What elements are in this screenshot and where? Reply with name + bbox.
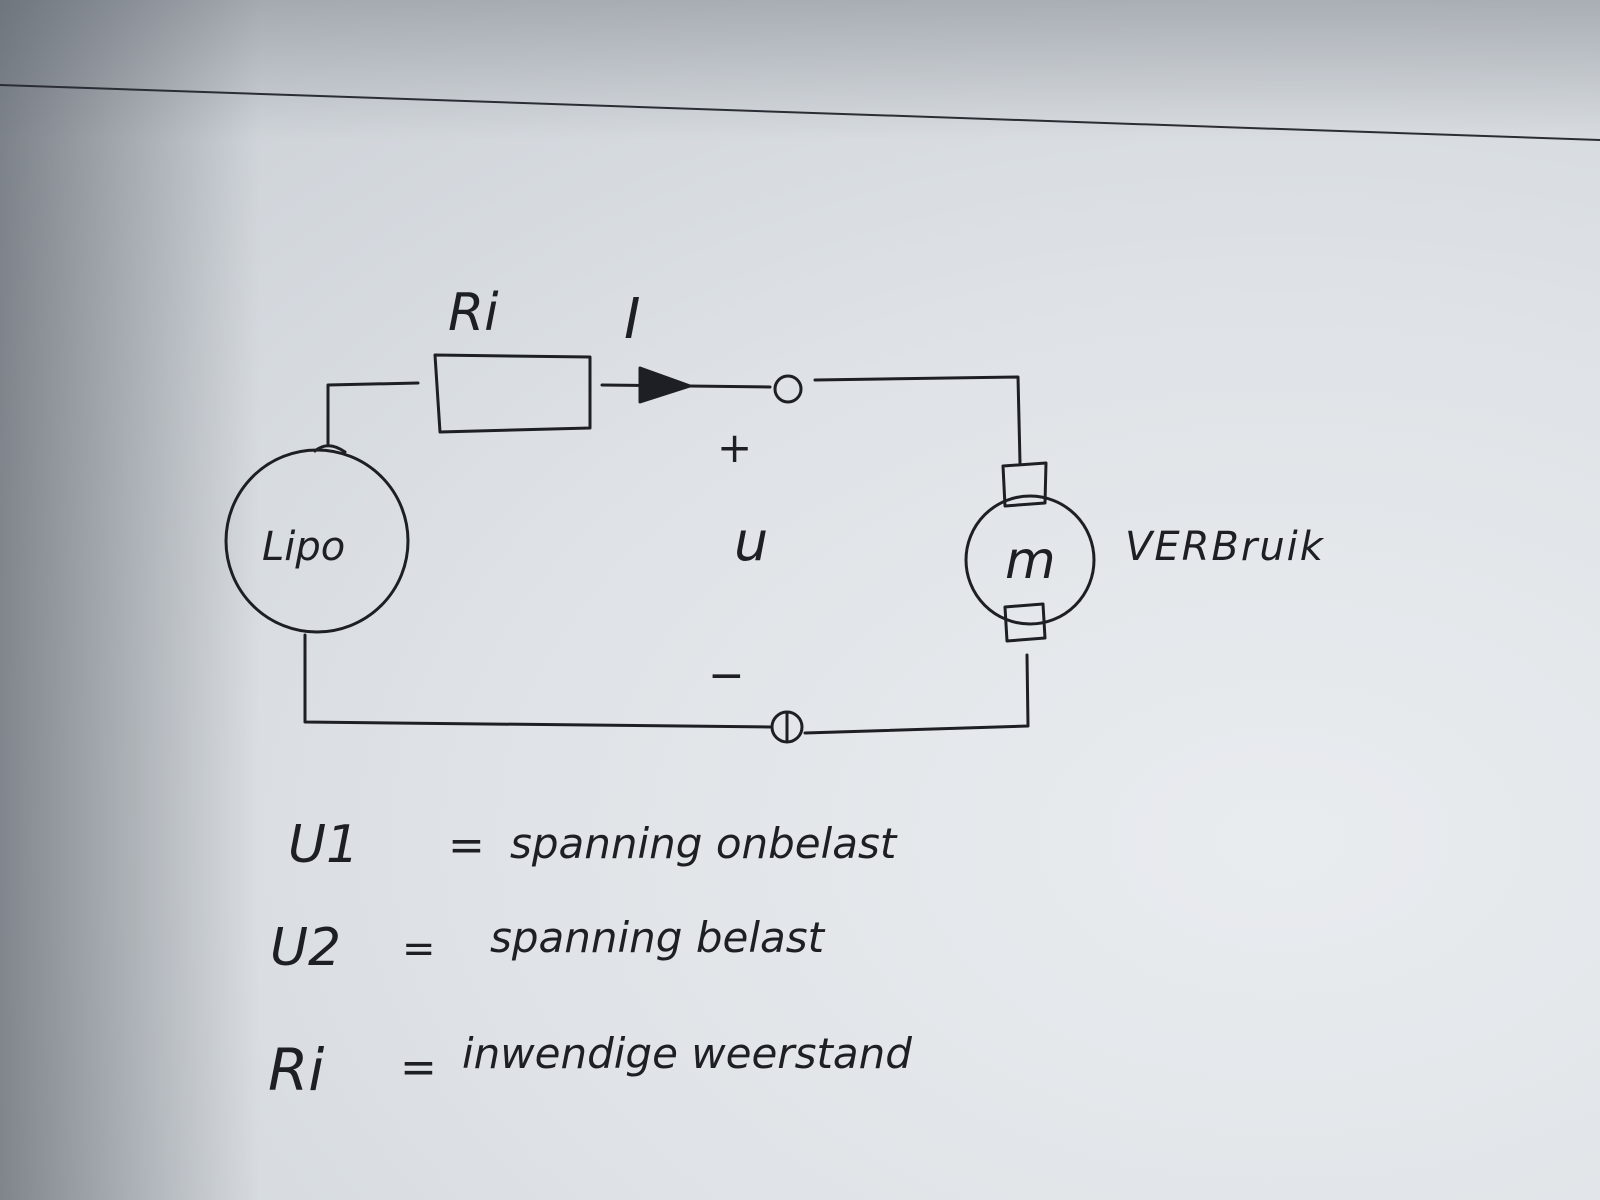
wire-terminal-to-motor — [813, 375, 1022, 465]
legend-eq-u1: = — [448, 820, 485, 871]
legend-text-u2: spanning belast — [490, 913, 826, 962]
wire-bottom-to-battery — [303, 633, 772, 729]
legend-symbol-u1: U1 — [288, 815, 359, 875]
current-arrow — [638, 366, 692, 404]
motor-symbol — [964, 494, 1096, 626]
legend-symbol-ri: Ri — [268, 1036, 324, 1104]
legend-text-u1: spanning onbelast — [510, 819, 898, 868]
paper-edge-line — [0, 84, 1600, 141]
legend-eq-ri: = — [400, 1042, 437, 1093]
plus-label: + — [717, 423, 752, 472]
paper-shadow-left — [0, 0, 260, 1200]
minus-label: − — [708, 650, 745, 701]
voltage-label: u — [734, 510, 768, 573]
legend-symbol-u2: U2 — [270, 918, 341, 978]
top-terminal — [773, 374, 803, 404]
consumer-label: VERBruik — [1125, 524, 1325, 570]
legend: U1 = spanning onbelast U2 = spanning bel… — [268, 815, 912, 1104]
wire-motor-to-bottom — [803, 653, 1030, 735]
wire-battery-to-resistor — [326, 381, 420, 447]
current-label: I — [624, 287, 641, 352]
legend-text-ri: inwendige weerstand — [462, 1029, 912, 1078]
paper-shadow-top — [0, 0, 1600, 140]
resistor-label: Ri — [448, 283, 499, 343]
motor-top-brush — [1001, 461, 1048, 508]
legend-eq-u2: = — [402, 926, 436, 972]
motor-label: m — [1005, 531, 1056, 591]
bottom-terminal — [770, 710, 804, 744]
battery-top-contact — [313, 444, 347, 454]
motor-bottom-brush — [1003, 602, 1047, 643]
resistor-symbol — [433, 353, 592, 434]
battery-label: Lipo — [262, 524, 345, 570]
